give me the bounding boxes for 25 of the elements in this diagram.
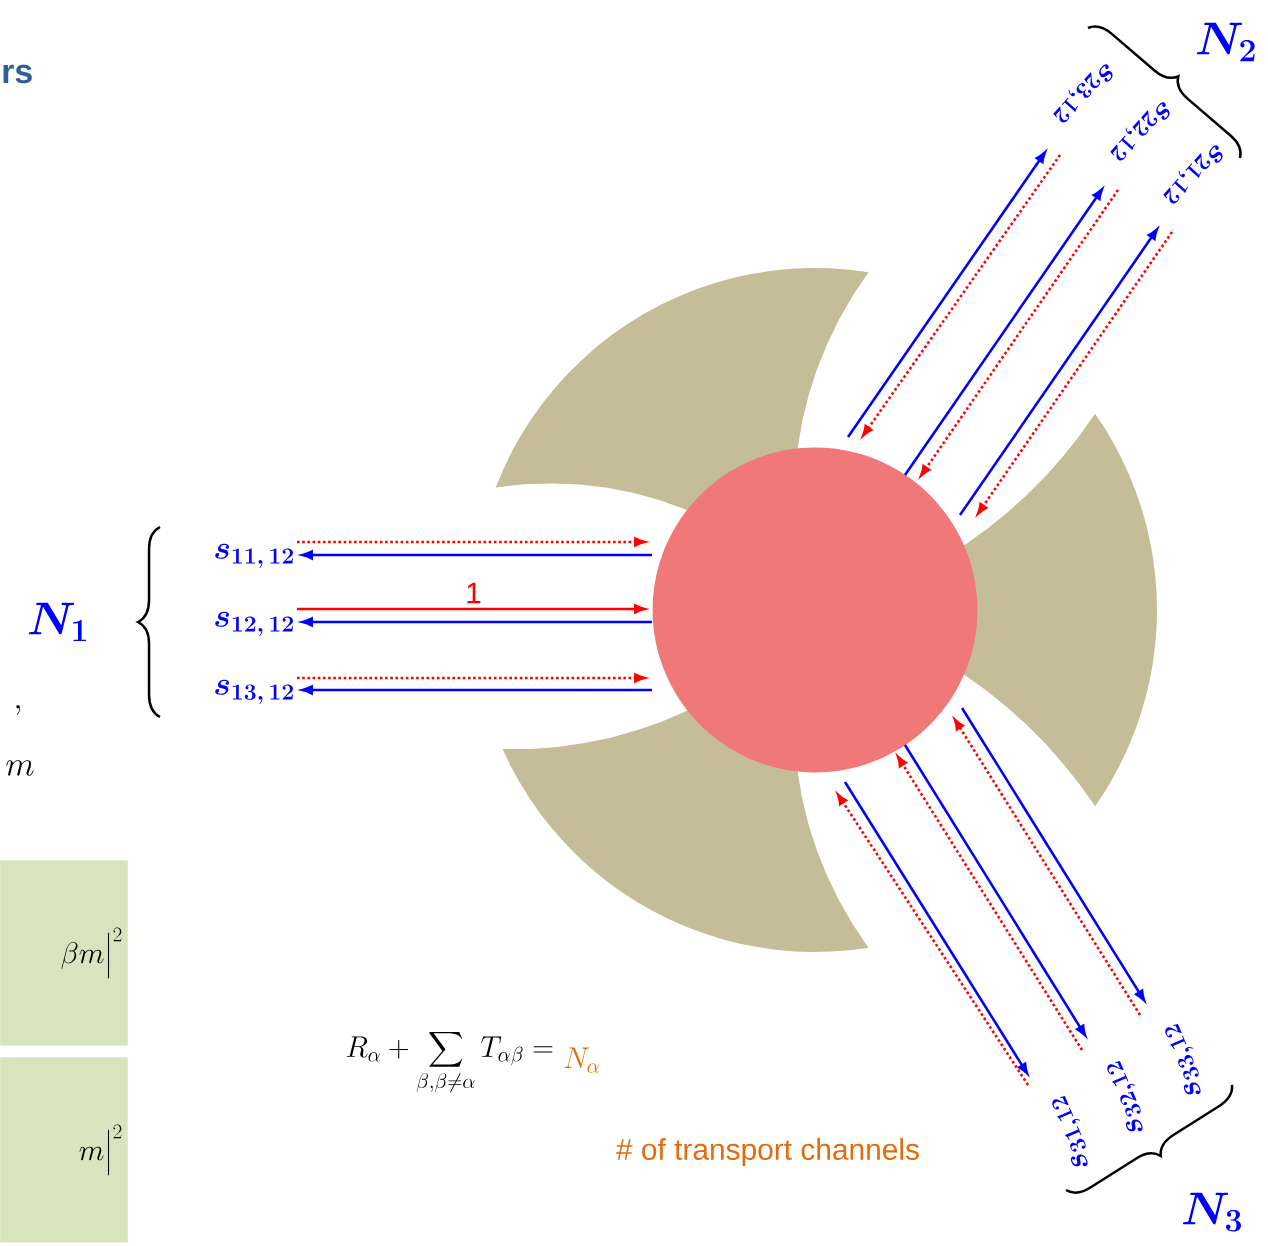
arrow [846, 151, 1046, 438]
channel-label: $s_{31,12}$ [1052, 1095, 1088, 1167]
arrow [903, 188, 1103, 476]
formula-box: $m\big|^{2}$ [0, 1057, 128, 1243]
formula: $m$ [6, 760, 34, 776]
edge-label: 1 [464, 581, 483, 605]
channel-label: $s_{11,\,12}$ [215, 543, 293, 568]
channel-label: $s_{32,12}$ [1107, 1060, 1143, 1132]
channel-count: $N_{3}$ [1182, 1192, 1241, 1232]
title: rs [3, 64, 32, 84]
arrow [977, 231, 1174, 515]
scattering-region [652, 447, 978, 773]
arrow [862, 154, 1062, 437]
equation: $R_{\alpha}+\sum_{\beta,\beta\neq\alpha}T_{\alpha\beta}=$ [346, 1032, 553, 1093]
formula: $N_{\alpha}$ [564, 1047, 599, 1073]
channel-label: $s_{12,\,12}$ [215, 611, 293, 636]
formula-box: $\beta m\big|^{2}$ [0, 860, 128, 1046]
channel-label: $s_{13,\,12}$ [215, 679, 293, 704]
channel-count: $N_{1}$ [28, 602, 86, 642]
channel-count: $N_{2}$ [1196, 22, 1255, 62]
arrow [958, 228, 1158, 516]
arrow [920, 189, 1120, 477]
formula: $,$ [16, 705, 20, 715]
channel-label: $s_{33,12}$ [1165, 1023, 1201, 1095]
note: # of transport channels [616, 1138, 919, 1166]
